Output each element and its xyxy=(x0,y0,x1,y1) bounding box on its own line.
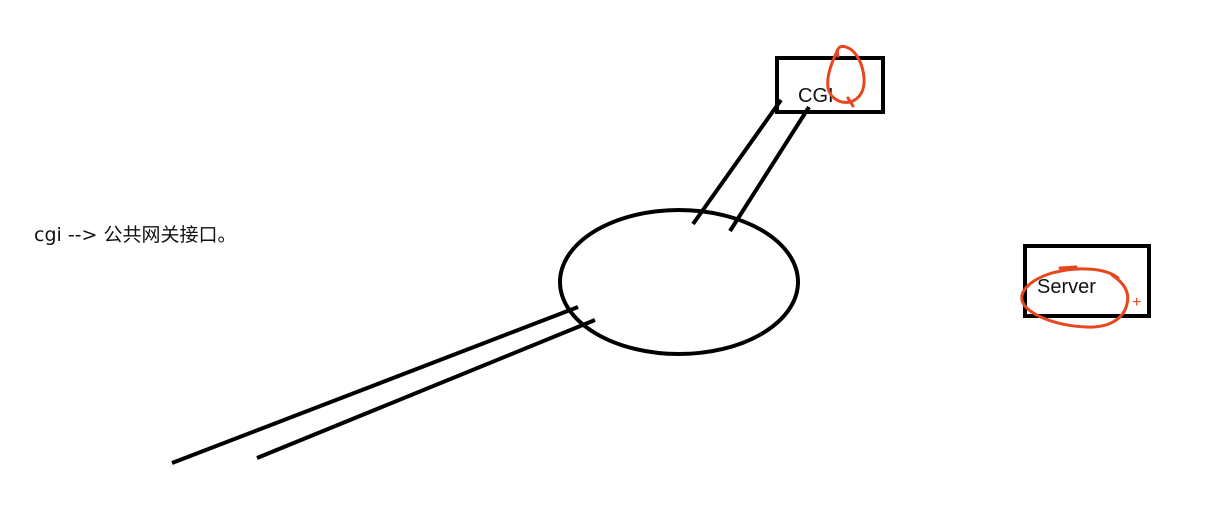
server-box-border xyxy=(1023,244,1151,318)
lower-connector-line-bottom xyxy=(256,318,596,460)
cgi-node: CGI xyxy=(775,56,885,114)
server-node: Server xyxy=(1023,244,1151,318)
cgi-connector-line-left xyxy=(691,98,783,226)
server-label: Server xyxy=(1037,276,1096,298)
cgi-connector xyxy=(691,98,811,233)
server-red-scribble: + xyxy=(1020,265,1141,329)
cgi-red-scribble xyxy=(826,44,866,108)
cgi-scribble-path xyxy=(826,44,866,108)
cgi-connector-line-right xyxy=(728,105,811,233)
plus-mark: + xyxy=(1132,294,1141,311)
lower-connector xyxy=(171,305,596,465)
gateway-ellipse xyxy=(558,208,800,356)
cgi-box-border xyxy=(775,56,885,114)
cgi-label: CGI xyxy=(798,85,834,107)
cgi-definition-note: cgi --> 公共网关接口。 xyxy=(34,224,237,246)
server-scribble-path xyxy=(1020,265,1130,329)
lower-connector-line-top xyxy=(171,305,579,465)
